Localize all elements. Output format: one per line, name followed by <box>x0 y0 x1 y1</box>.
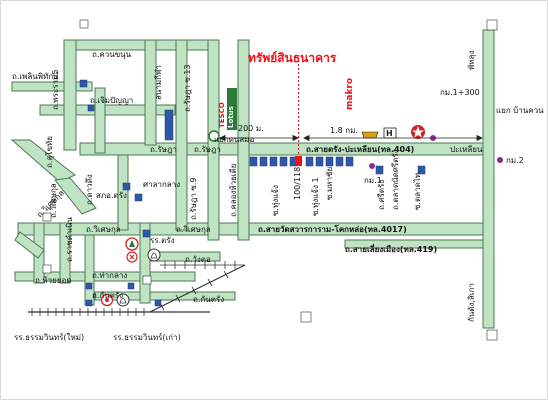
label-ratsada: ถ.รัษฎา <box>150 145 177 154</box>
label-km-2: กม.2 <box>506 156 524 165</box>
label-distance-1-8km: 1.8 กม. <box>330 126 358 135</box>
railway-track <box>28 261 246 316</box>
label-ratsada-13: ถ.รัษฎา ซ.13 <box>183 64 192 112</box>
label-sukhothai: ถ.สุโขทัย <box>44 136 54 168</box>
gas-station-icon <box>100 293 114 307</box>
lotus-label: Lotus <box>227 106 235 128</box>
road-rama5-vertical <box>63 39 77 151</box>
label-wisetkul-2: ถ.วิเศษกุล <box>176 225 211 234</box>
road-vertical-a <box>94 87 106 154</box>
label-soi-sriwaeng: ถ.ศรีตรัง <box>377 180 386 210</box>
road-phatthalung-vertical <box>482 29 495 329</box>
label-ratsada-9: ถ.รัษฎา ซ.9 <box>189 178 198 220</box>
label-soi-1: ซ.ทุ่งแจ้ง <box>271 185 280 216</box>
road-diagonal-2 <box>54 177 97 215</box>
label-ratchadamnoen: ถ.ราชดำเนิน <box>65 217 74 262</box>
label-km-1: กม.1 <box>364 176 382 185</box>
label-khuan-khanun: ถ.ควนขนุน <box>92 50 132 59</box>
label-kantang: ถ.กันตรัง <box>92 291 123 300</box>
label-kantang-sikao: กันตัง,สิเกา <box>467 283 476 322</box>
label-wisetkul-4: ถ.วิเศษกุล <box>49 183 58 218</box>
building-school-trang <box>142 229 151 238</box>
label-distance-200m: 200 ม. <box>238 124 264 133</box>
label-rama5: ถ.พระราม5 <box>51 70 60 110</box>
building-choem <box>87 104 95 112</box>
building-school-old <box>154 299 162 307</box>
target-marker[interactable] <box>295 156 302 166</box>
label-soi-kuan: ซ.ทุ่งแจ้ง 1 <box>311 177 320 216</box>
distance-arrows <box>219 134 483 142</box>
label-kantang-2: ถ.กันตรัง <box>193 295 224 304</box>
label-huai-yot: ถ.ห้วยยอด <box>35 276 72 285</box>
label-bypass-4017: ถ.สายวัดสวารการาม-โคกหล่อ(ทล.4017) <box>258 224 407 234</box>
label-police-trang: สภอ.ตรัง <box>96 191 127 200</box>
map-title: ทรัพย์สินธนาคาร <box>248 51 337 65</box>
road-ratchadamnoen <box>59 222 71 284</box>
honda-h: H <box>386 129 393 138</box>
poi-dot-km2 <box>497 157 503 163</box>
label-ratsada-2: ถ.รัษฎา <box>194 145 221 154</box>
poi-dot-km1 <box>369 163 375 169</box>
label-school-thamma-old: รร.ธรรมวินทร์(เก่า) <box>113 332 181 342</box>
road-diagonal-3 <box>14 231 45 259</box>
road-choem-panya <box>39 104 176 116</box>
road-ratsada-13 <box>175 39 188 231</box>
temple-icon <box>116 248 161 307</box>
junction-icon <box>208 130 220 142</box>
road-sai-trang-palian <box>79 142 493 156</box>
building-stadium <box>164 109 174 141</box>
chevrolet-logo-icon <box>361 131 379 139</box>
label-sai-liang-muang: ถ.สายเลี่ยงเมือง(ทล.419) <box>345 243 437 254</box>
road-huai-yot <box>14 271 196 282</box>
label-khlong-huai: ถ.คลองห้วยเตีย <box>229 164 238 217</box>
label-km-1-300: กม.1+300 <box>440 88 480 97</box>
road-khuan-khanun <box>69 39 219 51</box>
label-soi-talad: ซ.ตลาดไท <box>413 173 422 210</box>
hospital-cross-icon <box>126 251 138 263</box>
makro-logo: makro <box>345 78 355 110</box>
route-shield-icon <box>79 19 498 341</box>
tesco-lotus-logo: Lotus TESCO <box>218 88 237 130</box>
school-icon <box>125 237 139 251</box>
building-police <box>134 193 143 202</box>
label-dao-dueng: ถ.ดาวดึง <box>85 174 94 205</box>
building-phloen <box>79 79 88 88</box>
road-tha-klang <box>139 222 151 304</box>
building-blocks <box>79 79 426 307</box>
building-cityhall <box>122 182 131 191</box>
building-soi-kantang <box>85 282 93 290</box>
label-somsri: ถ.ตลาดนัดศรีตรัง <box>391 149 400 210</box>
label-tha-klang: ถ.ท่ากลาง <box>92 271 127 280</box>
label-muang: ซ.มหาชัย <box>325 167 334 200</box>
label-wisetkul-1: ถ.วิเศษกุล <box>86 225 121 234</box>
road-phloen-phitak <box>11 81 93 92</box>
label-city-hall: ศาลากลาง <box>143 180 180 189</box>
road-khlong-huai <box>237 39 250 241</box>
label-school-thamma-new: รร.ธรรมวินทร์(ใหม่) <box>14 332 84 342</box>
label-property-address: 100/118 <box>293 167 302 200</box>
label-stadium: สนามกีฬา <box>154 65 163 100</box>
label-palian: ปะเหลียน <box>450 145 483 154</box>
building-tha-klang <box>127 282 135 290</box>
label-phloen-phitak: ถ.เพลินพิทักษ์ <box>12 71 59 81</box>
label-phatthalung: พัทลุง <box>467 51 476 70</box>
road-diagonal-1 <box>10 139 76 183</box>
label-sai-trang-palian: ถ.สายตรัง-ปะเหลียน(ทล.404) <box>306 144 414 154</box>
tesco-label: TESCO <box>218 102 226 128</box>
building-school-new <box>85 299 93 307</box>
label-junction-ban-khuan: แยก บ้านควน <box>496 106 544 115</box>
road-vertical-stadium <box>144 39 157 146</box>
road-vertical-cityhall <box>117 154 129 231</box>
route-marker-icon <box>42 212 152 285</box>
label-wang-tho: ถ.วังตอ <box>185 255 211 264</box>
label-choem-panya: ถ.เจิมปัญญา <box>90 96 133 105</box>
label-school-trang: รร.ตรัง <box>150 236 175 245</box>
label-junction-nasmo: แยกดนสมอ <box>214 135 255 144</box>
road-kantang <box>94 291 236 301</box>
